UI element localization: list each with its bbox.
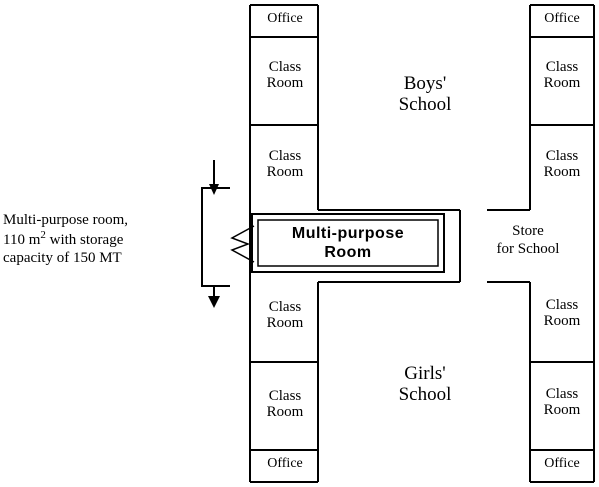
mp-room-outer-border — [251, 213, 445, 273]
office-label: Office — [267, 456, 303, 471]
boys-school-label: Boys'School — [398, 73, 452, 115]
pointer-chevron — [230, 225, 255, 263]
office-label: Office — [544, 11, 580, 26]
arrow-down-icon — [208, 296, 220, 308]
girls-school-label: Girls'School — [398, 363, 452, 405]
office-label: Office — [267, 11, 303, 26]
multipurpose-room-note: Multi-purpose room, 110 m2 with storage … — [3, 212, 128, 266]
arrow-down-icon — [209, 184, 219, 195]
office-label: Office — [544, 456, 580, 471]
bracket — [201, 187, 230, 287]
mp-room-inner-border — [257, 219, 439, 267]
